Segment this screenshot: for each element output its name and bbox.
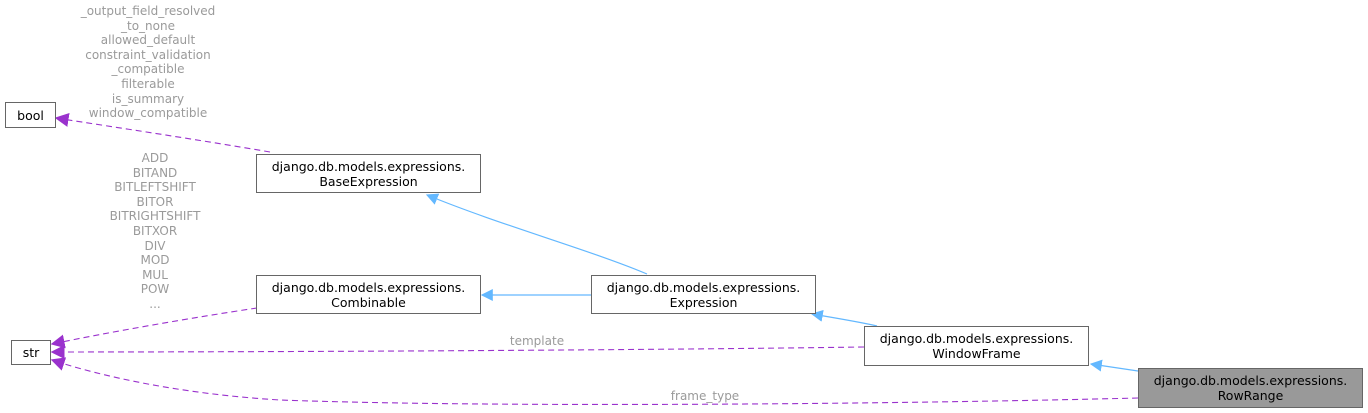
combinable-attr: BITXOR [132, 223, 178, 238]
combinable-attr: DIV [144, 238, 166, 253]
combinable-attr: POW [140, 282, 170, 297]
bool-attributes-label: _output_field_resolved _to_none allowed_… [58, 4, 238, 121]
bool-attr: is_summary [111, 91, 185, 106]
edge-expression-to-baseexpression [425, 193, 648, 275]
edge-combinable-to-str [50, 307, 258, 349]
node-row-range-line2: RowRange [1217, 388, 1284, 403]
node-row-range[interactable]: django.db.models.expressions. RowRange [1138, 368, 1363, 408]
node-combinable-line1: django.db.models.expressions. [271, 279, 466, 295]
combinable-attr: BITOR [136, 194, 174, 209]
combinable-attr: BITRIGHTSHIFT [109, 209, 201, 224]
node-expression[interactable]: django.db.models.expressions. Expression [591, 275, 816, 314]
combinable-attr: ADD [141, 151, 169, 165]
combinable-attr: MOD [140, 253, 170, 268]
combinable-attr: BITAND [132, 165, 178, 180]
node-expression-line2: Expression [669, 294, 738, 310]
node-combinable-line2: Combinable [331, 294, 406, 310]
template-label: template [509, 334, 565, 348]
node-bool-label: bool [17, 107, 44, 123]
node-expression-line1: django.db.models.expressions. [606, 279, 801, 295]
combinable-attributes-label: ADD BITAND BITLEFTSHIFT BITOR BITRIGHTSH… [85, 151, 225, 312]
edge-windowframe-to-expression [810, 309, 878, 327]
bool-attr: _compatible [111, 62, 185, 77]
bool-attr: allowed_default [100, 33, 196, 48]
combinable-attr: ... [149, 296, 161, 311]
node-base-expression-line1: django.db.models.expressions. [271, 158, 466, 174]
node-str-label: str [22, 345, 40, 360]
node-row-range-line1: django.db.models.expressions. [1153, 373, 1348, 388]
bool-attr: window_compatible [88, 106, 208, 121]
edge-baseexpression-to-bool [54, 113, 271, 153]
edge-rowrange-to-str [50, 357, 1139, 406]
node-base-expression[interactable]: django.db.models.expressions. BaseExpres… [256, 154, 481, 193]
node-window-frame[interactable]: django.db.models.expressions. WindowFram… [864, 326, 1089, 366]
bool-attr: filterable [121, 76, 175, 91]
bool-attr: _output_field_resolved [80, 4, 216, 18]
combinable-attr: MUL [142, 267, 168, 282]
node-window-frame-line1: django.db.models.expressions. [879, 331, 1074, 346]
node-bool[interactable]: bool [5, 102, 56, 128]
node-combinable[interactable]: django.db.models.expressions. Combinable [256, 275, 481, 314]
edge-windowframe-to-str [50, 344, 865, 359]
frame-type-label: frame_type [670, 389, 740, 403]
combinable-attr: BITLEFTSHIFT [114, 180, 196, 195]
bool-attr: _to_none [121, 18, 175, 33]
node-str[interactable]: str [11, 340, 51, 365]
node-base-expression-line2: BaseExpression [319, 173, 418, 189]
bool-attr: constraint_validation [85, 47, 211, 62]
node-window-frame-line2: WindowFrame [932, 346, 1021, 361]
edge-rowrange-to-windowframe [1089, 359, 1139, 372]
